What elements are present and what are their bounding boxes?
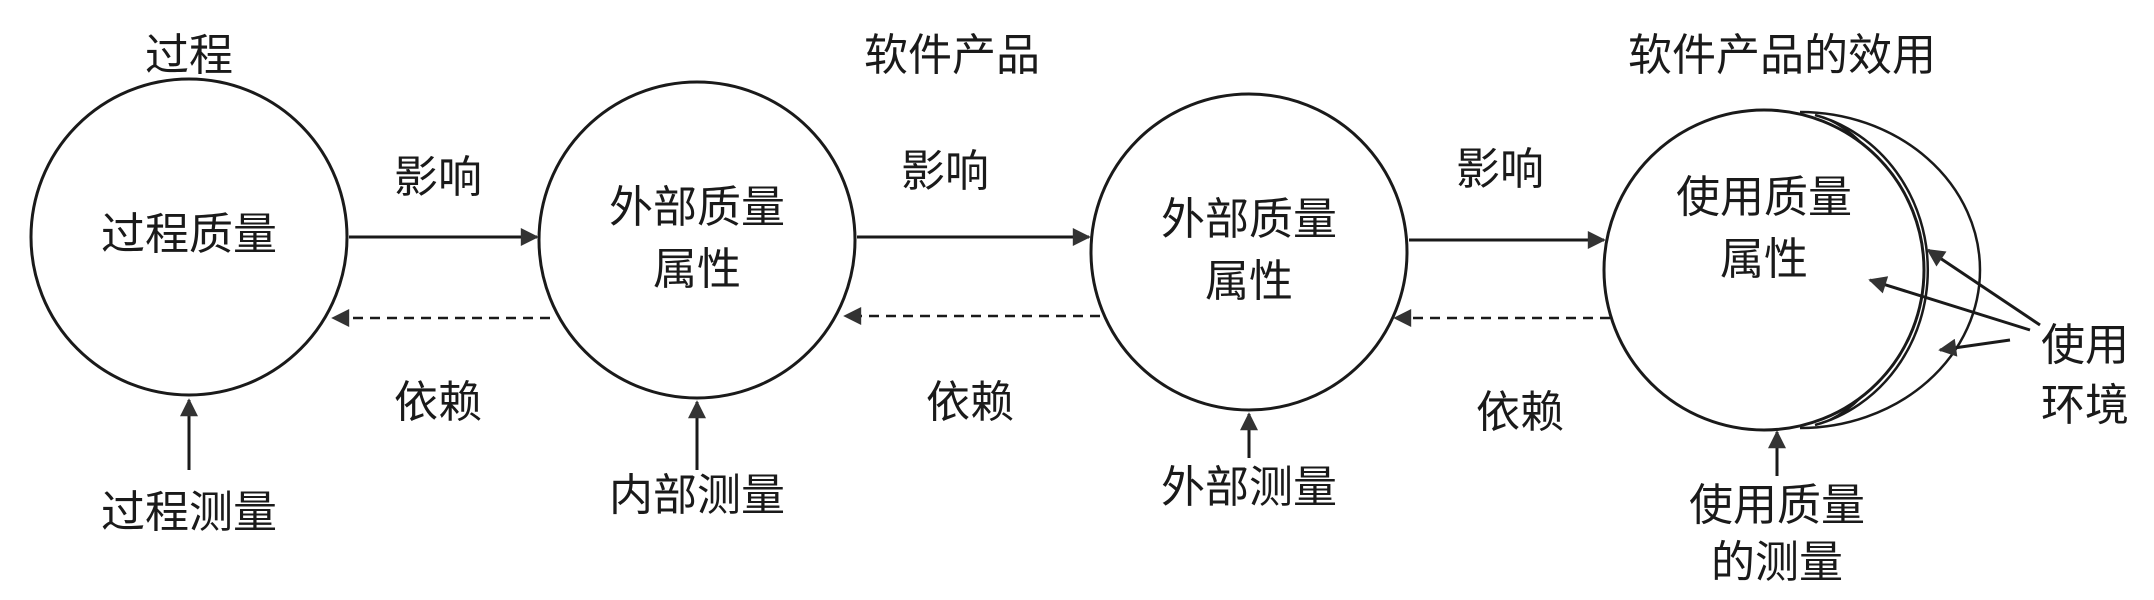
use-measure-label-2: 的测量 — [1711, 537, 1843, 588]
context-arrow — [1868, 276, 2031, 332]
node3-label-2: 属性 — [1205, 256, 1293, 307]
use-quality-node — [1602, 108, 1926, 432]
influence-label: 影响 — [394, 152, 482, 203]
context-arrow — [1938, 338, 2011, 357]
depend-label: 依赖 — [1476, 387, 1564, 438]
context-label-1: 使用 — [2041, 320, 2129, 371]
process-measure-label: 过程测量 — [101, 487, 277, 538]
node3-label-1: 外部质量 — [1161, 194, 1337, 245]
use-measure-label-1: 使用质量 — [1689, 480, 1865, 531]
external-quality-node — [1089, 92, 1409, 412]
context-arc — [1814, 113, 1929, 427]
header-product: 软件产品 — [864, 30, 1040, 81]
header-effect: 软件产品的效用 — [1628, 30, 1936, 81]
external-measure-label: 外部测量 — [1161, 462, 1337, 513]
process-quality-label: 过程质量 — [101, 209, 277, 260]
node4-label-1: 使用质量 — [1676, 172, 1852, 223]
context-arc — [1799, 110, 1982, 430]
depend-label: 依赖 — [926, 377, 1014, 428]
influence-label: 影响 — [1456, 144, 1544, 195]
context-arrow — [1926, 248, 2041, 327]
process-quality-node — [29, 77, 349, 397]
header-process: 过程 — [145, 30, 233, 81]
depend-label: 依赖 — [394, 377, 482, 428]
internal-quality-node — [537, 80, 857, 400]
node4-label-2: 属性 — [1720, 234, 1808, 285]
node2-label-2: 属性 — [653, 244, 741, 295]
context-label-2: 环境 — [2041, 380, 2129, 431]
internal-measure-label: 内部测量 — [609, 470, 785, 521]
influence-label: 影响 — [901, 146, 989, 197]
node2-label-1: 外部质量 — [609, 182, 785, 233]
